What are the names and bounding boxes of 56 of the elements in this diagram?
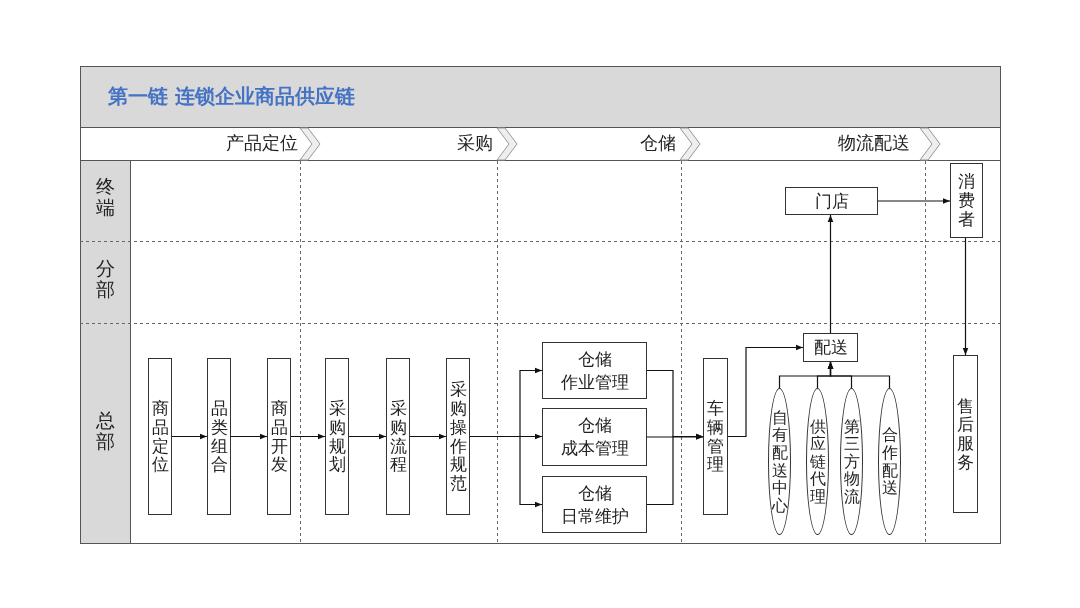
arrow — [877, 198, 951, 204]
process-box — [950, 163, 983, 238]
process-box — [542, 342, 647, 399]
process-box — [785, 187, 878, 215]
arrow — [348, 433, 387, 440]
arrow — [827, 361, 891, 389]
box-label: 配送 — [813, 336, 848, 359]
process-box — [267, 358, 291, 515]
box-label: 车辆管理 — [707, 399, 724, 474]
arrow — [646, 434, 704, 440]
box-label: 采购操作规范 — [449, 380, 467, 493]
process-box — [803, 333, 858, 362]
process-box — [542, 408, 647, 466]
process-box — [446, 358, 470, 515]
box-label: 仓储 — [577, 414, 612, 437]
row-label: 总部 — [96, 410, 115, 452]
phase-label: 采购 — [457, 133, 493, 153]
arrow — [827, 214, 834, 334]
phase-label: 产品定位 — [226, 133, 298, 153]
box-label: 品类组合 — [210, 399, 228, 474]
phase-label: 物流配送 — [838, 133, 910, 153]
process-box — [703, 358, 728, 515]
box-label: 作业管理 — [560, 370, 629, 394]
box-label: 消费者 — [958, 172, 975, 229]
process-box — [386, 358, 410, 515]
box-label: 仓储 — [577, 347, 612, 371]
box-label: 自有配送中心 — [771, 408, 788, 515]
box-label: 采购流程 — [389, 399, 407, 474]
process-box — [542, 476, 647, 533]
box-label: 成本管理 — [560, 437, 629, 460]
arrow — [646, 433, 704, 506]
diagram-title: 第一链 连锁企业商品供应链 — [108, 85, 355, 107]
row-label: 分部 — [96, 258, 115, 300]
arrow — [409, 433, 447, 440]
box-label: 商品定位 — [151, 399, 169, 474]
arrow — [230, 433, 268, 440]
row-label: 终端 — [96, 176, 115, 218]
process-box — [148, 358, 172, 515]
phase-label: 仓储 — [640, 133, 676, 153]
process-box — [325, 358, 349, 515]
box-label: 日常维护 — [560, 504, 629, 528]
arrow — [469, 435, 543, 508]
box-label: 第三方物流 — [843, 417, 860, 506]
box-label: 仓储 — [577, 481, 612, 505]
box-label: 售后服务 — [957, 396, 974, 472]
arrow — [962, 237, 969, 356]
box-label: 商品开发 — [270, 399, 288, 474]
arrow — [727, 344, 804, 438]
box-label: 采购规划 — [328, 399, 346, 474]
arrow — [171, 433, 208, 440]
process-box — [953, 355, 978, 513]
arrow — [290, 433, 326, 440]
box-label: 合作配送 — [881, 426, 898, 497]
process-box — [207, 358, 231, 515]
box-label: 门店 — [814, 189, 849, 213]
box-label: 供应链代理 — [809, 417, 826, 506]
